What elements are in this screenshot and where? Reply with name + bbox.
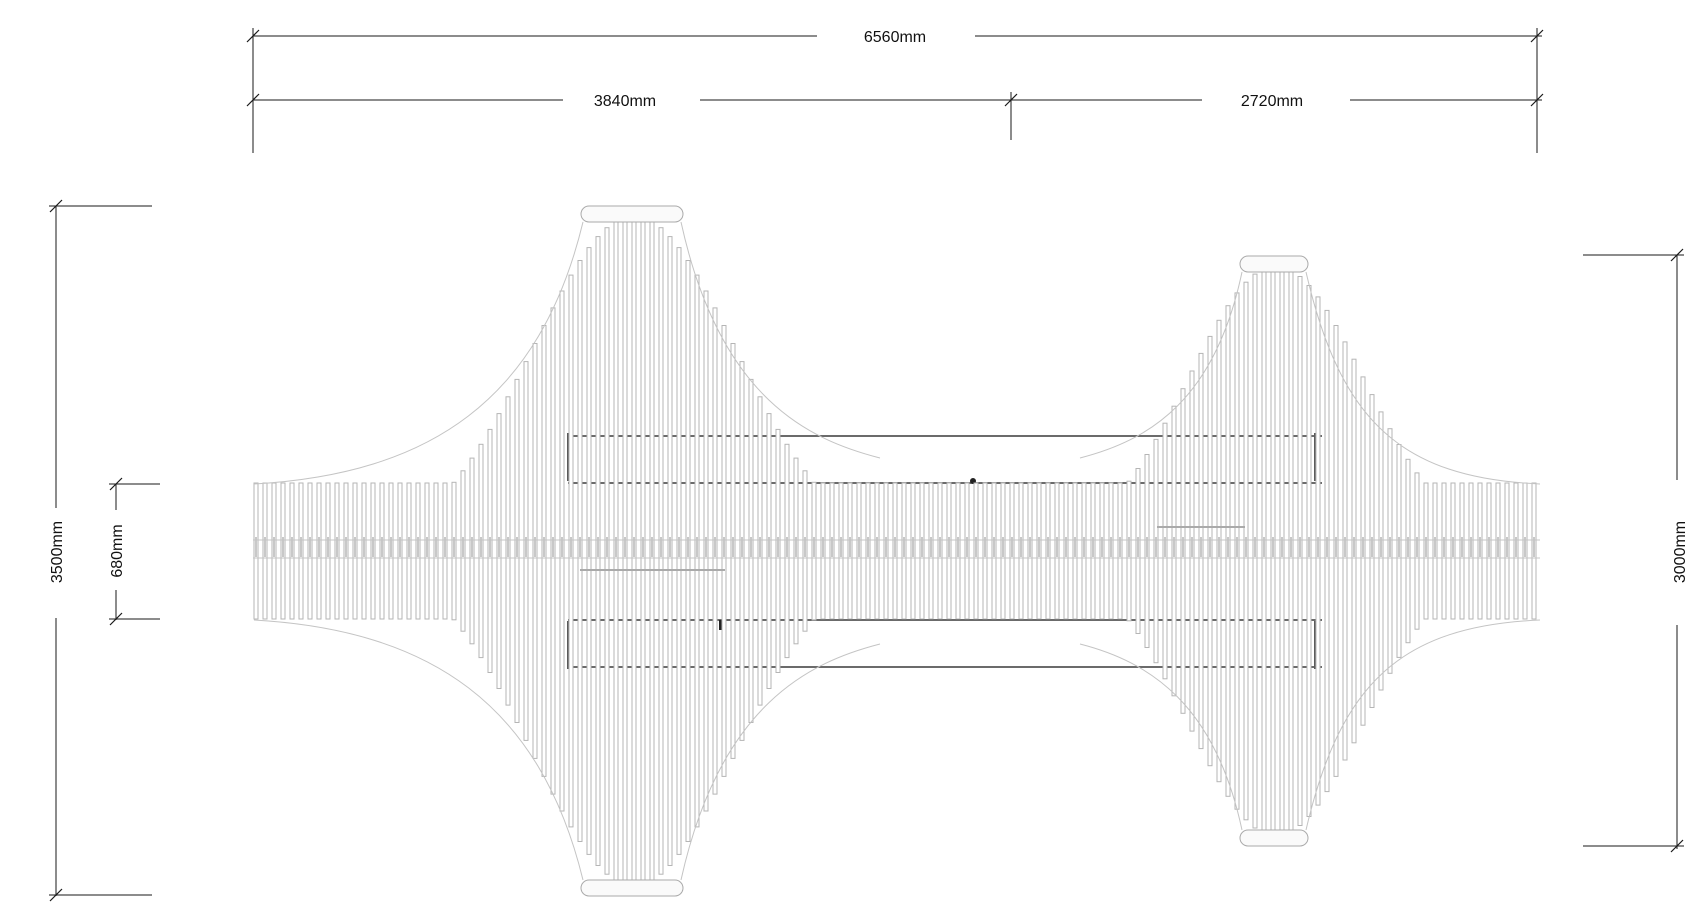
end-cap-top: [580, 205, 684, 223]
timber-slats: [253, 215, 1537, 887]
right-section-width-dimension: 3000mm: [1583, 248, 1689, 853]
left-section-length-label: 3840mm: [594, 93, 656, 110]
right-section-width-label: 3000mm: [1672, 521, 1689, 583]
right-section-length-label: 2720mm: [1241, 93, 1303, 110]
bench-marks: [580, 526, 1245, 571]
left-section-outline: [253, 221, 881, 881]
right-section-end-caps: [1239, 255, 1309, 847]
right-section-outline: [1079, 271, 1541, 831]
centre-rail: [253, 539, 1540, 559]
right-section-length-dimension: 2720mm: [1012, 93, 1544, 110]
end-cap-bottom: [580, 879, 684, 897]
left-section-length-dimension: 3840mm: [246, 92, 1018, 140]
central-band-width-dimension: 680mm: [109, 477, 160, 626]
left-section-end-caps: [580, 205, 684, 897]
left-section-width-label: 3500mm: [49, 521, 66, 583]
central-band-width-label: 680mm: [109, 524, 126, 577]
end-cap-bottom: [1239, 829, 1309, 847]
overall-length-label: 6560mm: [864, 29, 926, 46]
end-cap-top: [1239, 255, 1309, 273]
left-section-width-dimension: 3500mm: [49, 199, 152, 902]
overall-length-dimension: 6560mm: [246, 28, 1544, 153]
